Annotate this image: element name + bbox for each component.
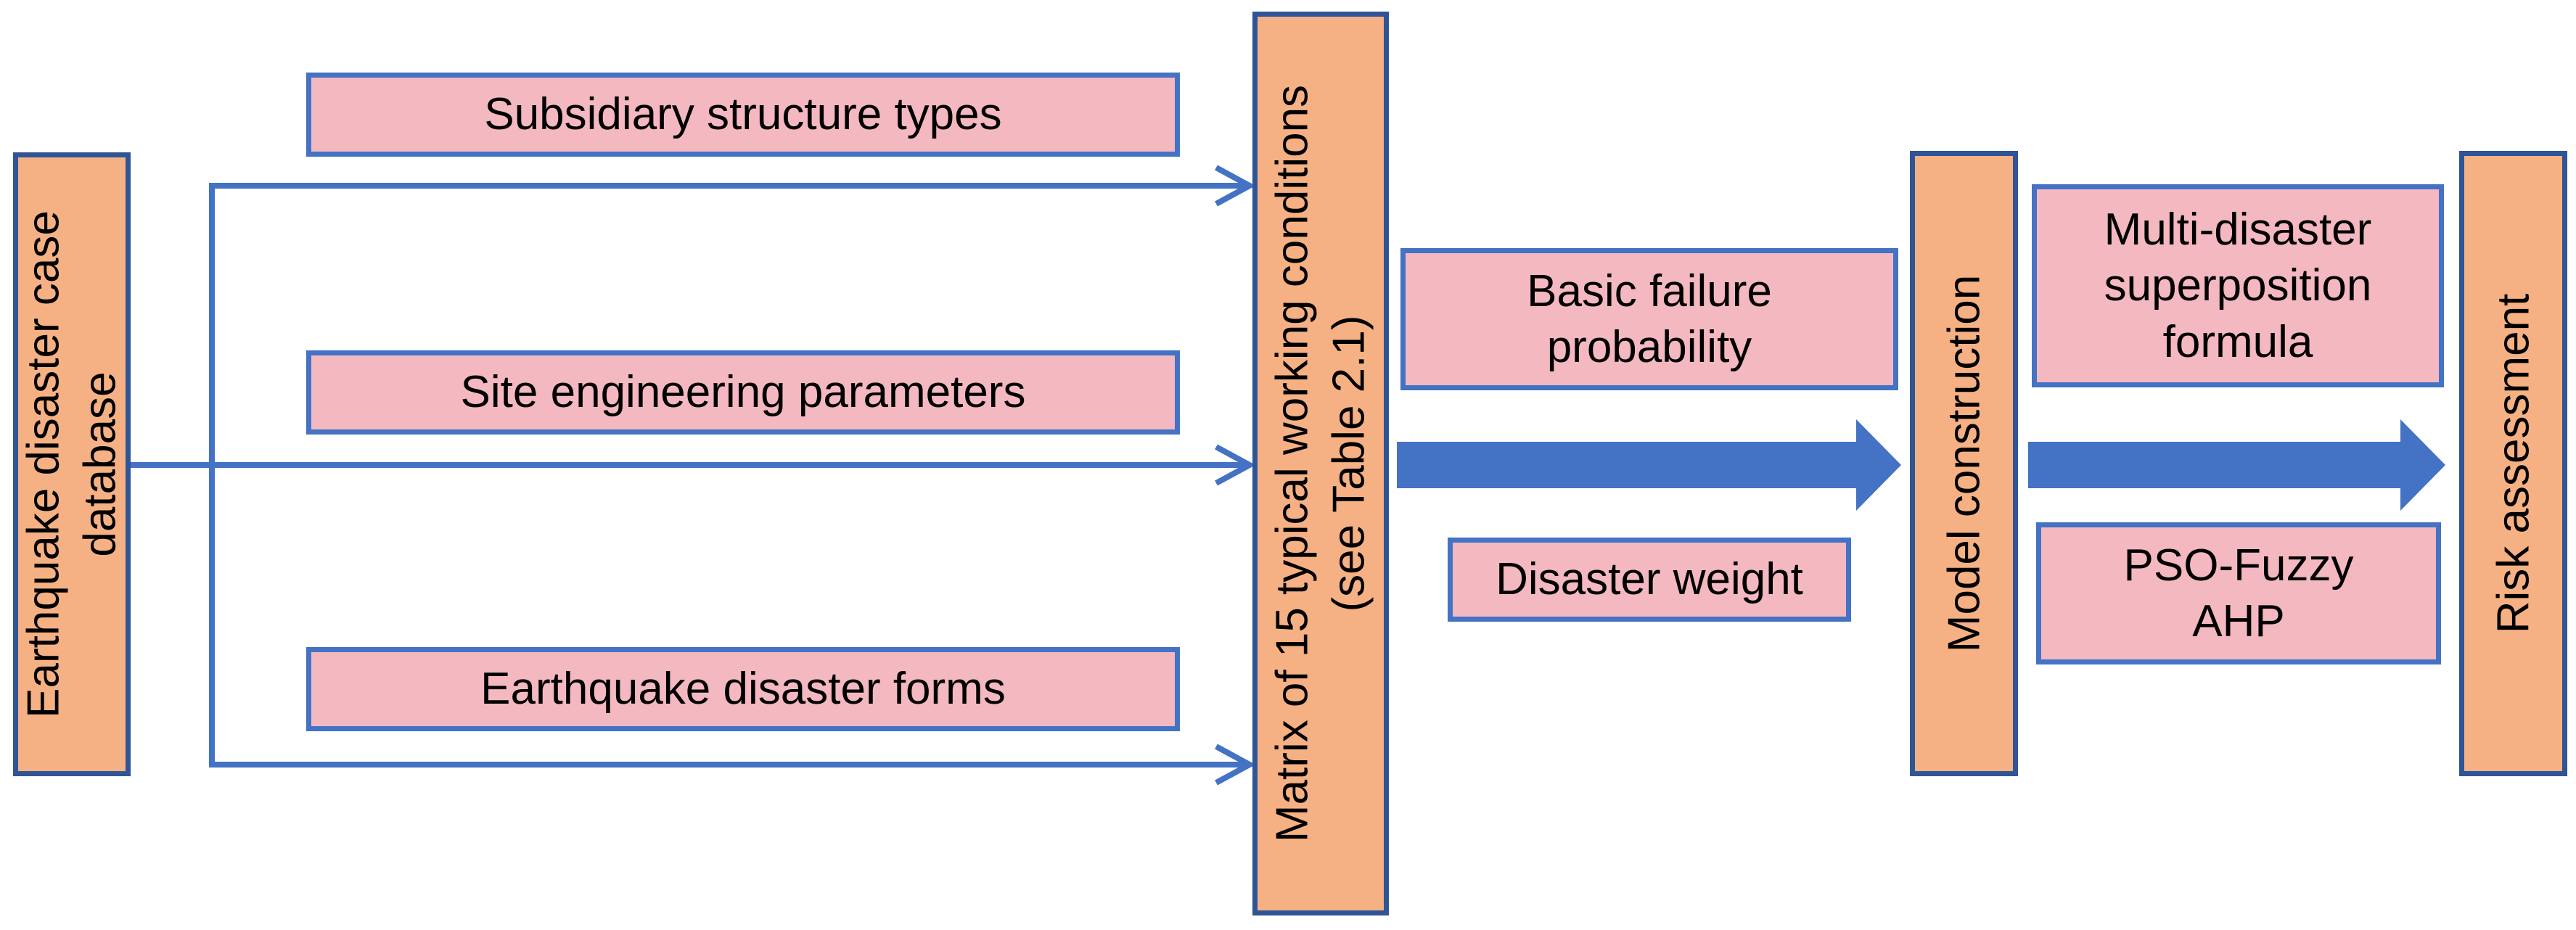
model-construction-label: Model construction bbox=[1936, 275, 1993, 652]
superposition-line-3: formula bbox=[2162, 316, 2313, 367]
disaster-weight-label: Disaster weight bbox=[1496, 554, 1803, 605]
basic-failure-line-1: Basic failure bbox=[1527, 266, 1772, 316]
pso-fuzzy-ahp-label: PSO-Fuzzy AHP bbox=[2124, 538, 2354, 650]
pso-fuzzy-line-1: PSO-Fuzzy bbox=[2123, 540, 2354, 590]
risk-assessment-text: Risk assessment bbox=[2487, 293, 2538, 634]
input-site-parameters-label: Site engineering parameters bbox=[460, 367, 1026, 418]
matrix-box: Matrix of 15 typical working conditions … bbox=[1252, 12, 1389, 915]
branch-arrowhead-forms bbox=[1215, 744, 1256, 786]
branch-arrowhead-site bbox=[1215, 444, 1256, 486]
risk-assessment-label: Risk assessment bbox=[2485, 294, 2542, 634]
superposition-line-1: Multi-disaster bbox=[2104, 204, 2372, 255]
model-construction-box: Model construction bbox=[1910, 151, 2018, 776]
source-line-2: database bbox=[75, 371, 125, 557]
basic-failure-probability-label: Basic failure probability bbox=[1527, 263, 1772, 376]
basic-failure-probability-box: Basic failure probability bbox=[1400, 248, 1898, 390]
matrix-line-2: (see Table 2.1) bbox=[1324, 315, 1374, 612]
block-arrow-2 bbox=[2028, 419, 2445, 511]
matrix-line-1: Matrix of 15 typical working conditions bbox=[1267, 84, 1318, 843]
superposition-line-2: superposition bbox=[2104, 260, 2372, 311]
branch-arrowhead-structure bbox=[1215, 165, 1256, 207]
source-database-label: Earthquake disaster case database bbox=[16, 210, 128, 718]
block-arrow-1 bbox=[1397, 419, 1901, 511]
input-site-parameters: Site engineering parameters bbox=[306, 350, 1180, 435]
matrix-label: Matrix of 15 typical working conditions … bbox=[1265, 85, 1377, 842]
basic-failure-line-2: probability bbox=[1546, 322, 1752, 372]
input-structure-types: Subsidiary structure types bbox=[306, 73, 1180, 157]
model-construction-text: Model construction bbox=[1938, 274, 1989, 653]
input-disaster-forms: Earthquake disaster forms bbox=[306, 647, 1180, 731]
pso-fuzzy-ahp-box: PSO-Fuzzy AHP bbox=[2036, 522, 2441, 664]
superposition-formula-label: Multi-disaster superposition formula bbox=[2104, 202, 2372, 371]
disaster-weight-box: Disaster weight bbox=[1448, 538, 1851, 622]
source-line-1: Earthquake disaster case bbox=[18, 210, 69, 718]
pso-fuzzy-line-2: AHP bbox=[2192, 596, 2285, 646]
input-structure-types-label: Subsidiary structure types bbox=[484, 89, 1002, 140]
input-disaster-forms-label: Earthquake disaster forms bbox=[480, 664, 1006, 715]
superposition-formula-box: Multi-disaster superposition formula bbox=[2032, 184, 2444, 387]
source-database-box: Earthquake disaster case database bbox=[13, 152, 131, 776]
risk-assessment-box: Risk assessment bbox=[2459, 151, 2567, 776]
